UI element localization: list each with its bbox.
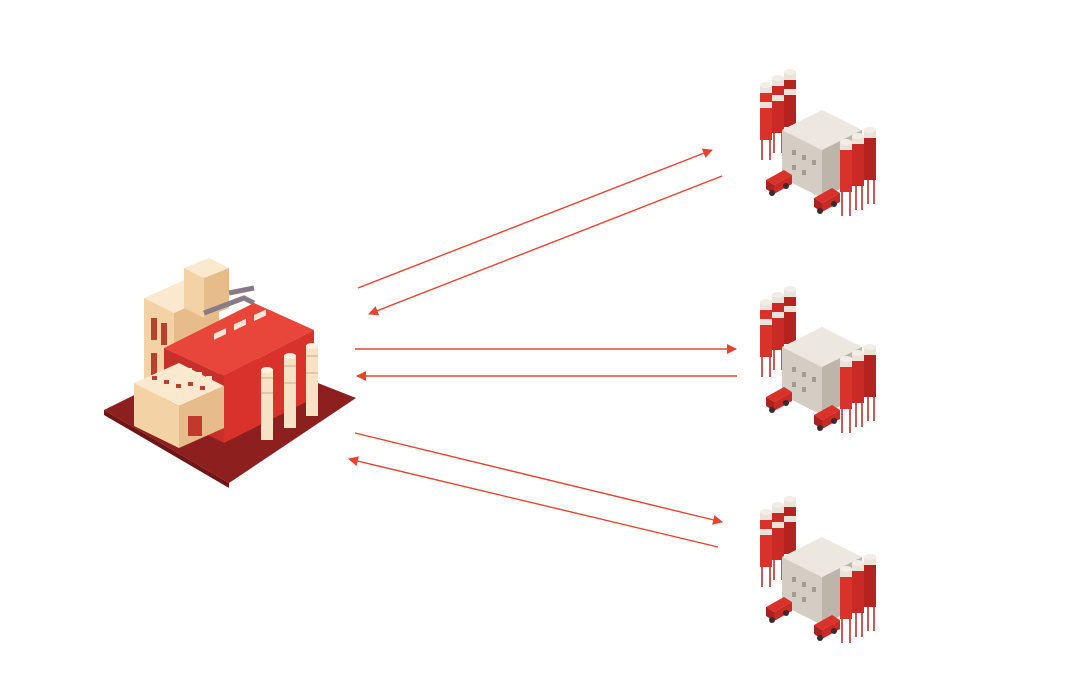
arrow-factory-to-plant-1 — [357, 148, 713, 289]
concrete-plant-2-icon — [759, 285, 877, 434]
factory-icon — [104, 258, 356, 488]
arrow-plant-1-to-factory — [368, 175, 723, 316]
arrows — [348, 148, 737, 548]
concrete-plant-3-icon — [759, 495, 877, 644]
arrow-plant-3-to-factory — [348, 456, 719, 548]
concrete-plant-1-icon — [759, 68, 877, 217]
arrow-factory-to-plant-3 — [354, 432, 723, 525]
